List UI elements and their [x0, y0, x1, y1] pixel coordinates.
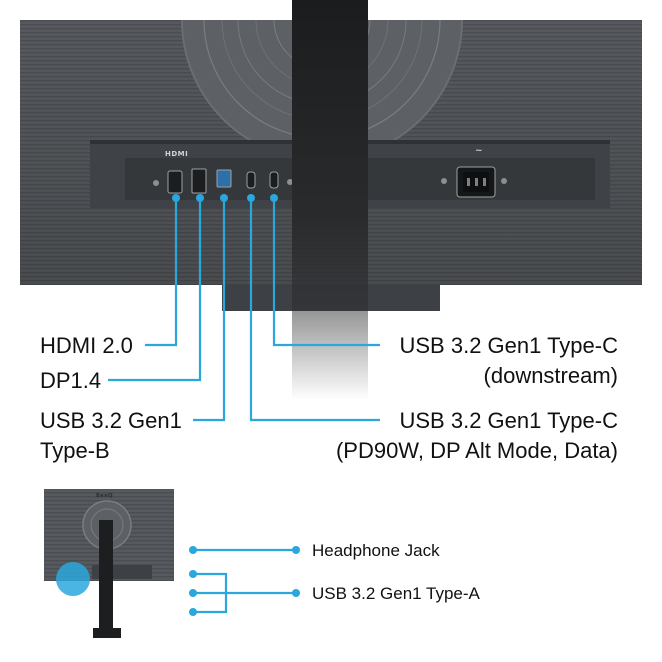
label-usbc-down-line1: USB 3.2 Gen1 Type-C	[399, 333, 619, 358]
label-usb-a: USB 3.2 Gen1 Type-A	[312, 584, 480, 603]
label-usb-b-line2: Type-B	[40, 438, 110, 463]
side-port-highlight	[56, 562, 90, 596]
callout-dots	[172, 194, 278, 202]
label-usbc-pd-line1: USB 3.2 Gen1 Type-C	[399, 408, 619, 433]
power-marking: ~	[475, 146, 484, 156]
hdmi-marking: HDMI	[165, 150, 189, 158]
label-hdmi: HDMI 2.0	[40, 333, 133, 358]
label-headphone-jack: Headphone Jack	[312, 541, 440, 560]
usb-c-down-port	[269, 171, 279, 189]
hdmi-port	[167, 170, 183, 194]
label-usbc-down-line2: (downstream)	[483, 363, 618, 388]
callout-lines	[108, 196, 380, 422]
usb-b-port	[216, 169, 232, 188]
side-view-monitor	[44, 489, 174, 638]
dp-port	[191, 168, 207, 194]
io-ports	[153, 166, 507, 198]
label-usb-b-line1: USB 3.2 Gen1	[40, 408, 182, 433]
usb-c-pd-port	[246, 171, 256, 189]
label-usbc-pd-line2: (PD90W, DP Alt Mode, Data)	[335, 438, 618, 463]
brand-mark: BenQ	[96, 493, 114, 499]
label-dp: DP1.4	[40, 368, 102, 393]
stand-neck	[292, 0, 368, 400]
